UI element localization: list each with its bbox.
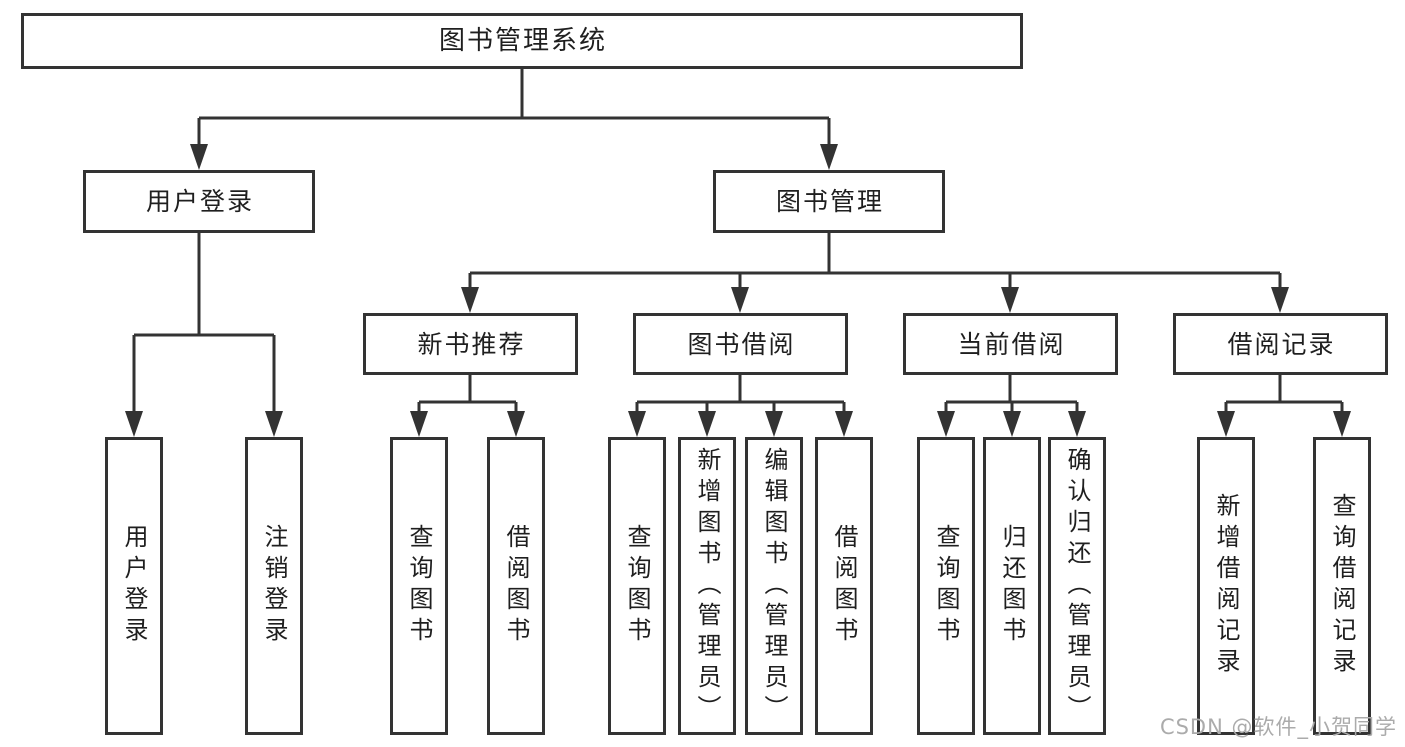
arrowhead-icon: [1217, 411, 1235, 437]
edges-book-borrow-to-leaves: [628, 375, 853, 437]
node-current-borrow: 当前借阅: [903, 313, 1118, 375]
leaf-newbook-borrow-book-label: 借阅图书: [502, 524, 530, 648]
arrowhead-icon: [937, 411, 955, 437]
arrowhead-icon: [1333, 411, 1351, 437]
leaf-user-login: 用户登录: [105, 437, 163, 735]
edges-user-login-to-leaves: [125, 233, 283, 437]
arrowhead-icon: [1068, 411, 1086, 437]
leaf-current-confirm-return-admin: 确认归还（管理员）: [1048, 437, 1106, 735]
leaf-borrow-query-book-label: 查询图书: [623, 524, 651, 648]
arrowhead-icon: [820, 144, 838, 170]
leaf-current-confirm-return-admin-label: 确认归还（管理员）: [1063, 446, 1091, 726]
leaf-current-return-book: 归还图书: [983, 437, 1041, 735]
node-borrow-record: 借阅记录: [1173, 313, 1388, 375]
leaf-current-return-book-label: 归还图书: [998, 524, 1026, 648]
node-current-borrow-label: 当前借阅: [957, 329, 1066, 359]
leaf-newbook-query-book: 查询图书: [390, 437, 448, 735]
node-root-label: 图书管理系统: [438, 26, 607, 56]
leaf-current-query-book: 查询图书: [917, 437, 975, 735]
leaf-user-login-label: 用户登录: [120, 524, 148, 648]
leaf-logout-label: 注销登录: [260, 524, 288, 648]
node-book-borrow: 图书借阅: [633, 313, 848, 375]
node-root-system: 图书管理系统: [21, 13, 1023, 69]
node-new-book-recommend-label: 新书推荐: [417, 329, 526, 359]
arrowhead-icon: [1271, 287, 1289, 313]
node-new-book-recommend: 新书推荐: [363, 313, 578, 375]
arrowhead-icon: [1003, 411, 1021, 437]
leaf-borrow-borrow-book-label: 借阅图书: [830, 524, 858, 648]
edges-book-mgmt-to-level3: [461, 233, 1289, 313]
leaf-borrow-query-book: 查询图书: [608, 437, 666, 735]
leaf-logout: 注销登录: [245, 437, 303, 735]
arrowhead-icon: [628, 411, 646, 437]
leaf-record-query-borrow-record-label: 查询借阅记录: [1328, 493, 1356, 679]
leaf-borrow-add-book-admin: 新增图书（管理员）: [678, 437, 736, 735]
arrowhead-icon: [461, 287, 479, 313]
leaf-record-query-borrow-record: 查询借阅记录: [1313, 437, 1371, 735]
edges-borrow-record-to-leaves: [1217, 375, 1351, 437]
node-user-login: 用户登录: [83, 170, 315, 233]
leaf-current-query-book-label: 查询图书: [932, 524, 960, 648]
leaf-borrow-borrow-book: 借阅图书: [815, 437, 873, 735]
arrowhead-icon: [835, 411, 853, 437]
arrowhead-icon: [765, 411, 783, 437]
arrowhead-icon: [265, 411, 283, 437]
arrowhead-icon: [698, 411, 716, 437]
leaf-borrow-edit-book-admin-label: 编辑图书（管理员）: [760, 446, 788, 726]
node-book-borrow-label: 图书借阅: [687, 329, 796, 359]
csdn-watermark: CSDN @软件_小贺同学: [1159, 715, 1397, 739]
edges-root-to-level2: [190, 69, 838, 170]
arrowhead-icon: [731, 287, 749, 313]
arrowhead-icon: [507, 411, 525, 437]
leaf-record-add-borrow-record-label: 新增借阅记录: [1212, 493, 1240, 679]
leaf-newbook-borrow-book: 借阅图书: [487, 437, 545, 735]
node-user-login-label: 用户登录: [145, 187, 254, 216]
edges-current-borrow-to-leaves: [937, 375, 1086, 437]
node-book-mgmt: 图书管理: [713, 170, 945, 233]
leaf-record-add-borrow-record: 新增借阅记录: [1197, 437, 1255, 735]
leaf-newbook-query-book-label: 查询图书: [405, 524, 433, 648]
node-book-mgmt-label: 图书管理: [775, 187, 884, 216]
arrowhead-icon: [410, 411, 428, 437]
edges-new-book-to-leaves: [410, 375, 525, 437]
arrowhead-icon: [125, 411, 143, 437]
arrowhead-icon: [1001, 287, 1019, 313]
leaf-borrow-add-book-admin-label: 新增图书（管理员）: [693, 446, 721, 726]
arrowhead-icon: [190, 144, 208, 170]
node-borrow-record-label: 借阅记录: [1227, 329, 1336, 359]
leaf-borrow-edit-book-admin: 编辑图书（管理员）: [745, 437, 803, 735]
